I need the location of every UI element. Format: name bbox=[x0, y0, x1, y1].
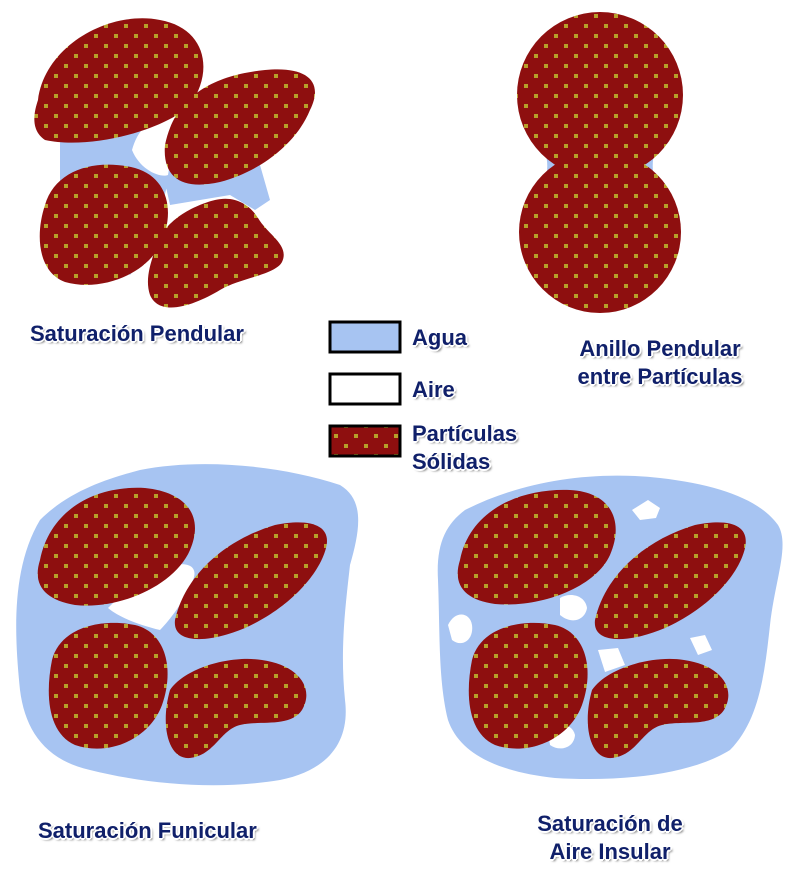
lower-particle bbox=[519, 151, 681, 313]
label-pendular-ring-line2: entre Partículas bbox=[545, 363, 775, 391]
label-insular: Saturación de Aire Insular bbox=[495, 810, 725, 866]
legend-water-swatch bbox=[330, 322, 400, 352]
pendular-particle-4 bbox=[148, 199, 284, 308]
legend-air-swatch bbox=[330, 374, 400, 404]
label-funicular: Saturación Funicular bbox=[38, 817, 257, 845]
insular-saturation-figure bbox=[438, 476, 783, 779]
label-pendular-ring-line1: Anillo Pendular bbox=[545, 335, 775, 363]
legend-water-label: Agua bbox=[412, 324, 467, 352]
label-insular-line1: Saturación de bbox=[495, 810, 725, 838]
legend-particles-line1: Partículas bbox=[412, 420, 517, 448]
legend-particles-label: Partículas Sólidas bbox=[412, 420, 517, 476]
label-pendular-ring: Anillo Pendular entre Partículas bbox=[545, 335, 775, 391]
legend-air-label: Aire bbox=[412, 376, 455, 404]
legend-particle-swatch bbox=[330, 426, 400, 456]
label-pendular: Saturación Pendular bbox=[30, 320, 244, 348]
pendular-saturation-figure bbox=[34, 18, 315, 307]
funicular-saturation-figure bbox=[16, 464, 358, 785]
pendular-ring-figure bbox=[517, 12, 683, 313]
label-insular-line2: Aire Insular bbox=[495, 838, 725, 866]
legend-particles-line2: Sólidas bbox=[412, 448, 517, 476]
pendular-particle-3 bbox=[40, 165, 168, 285]
